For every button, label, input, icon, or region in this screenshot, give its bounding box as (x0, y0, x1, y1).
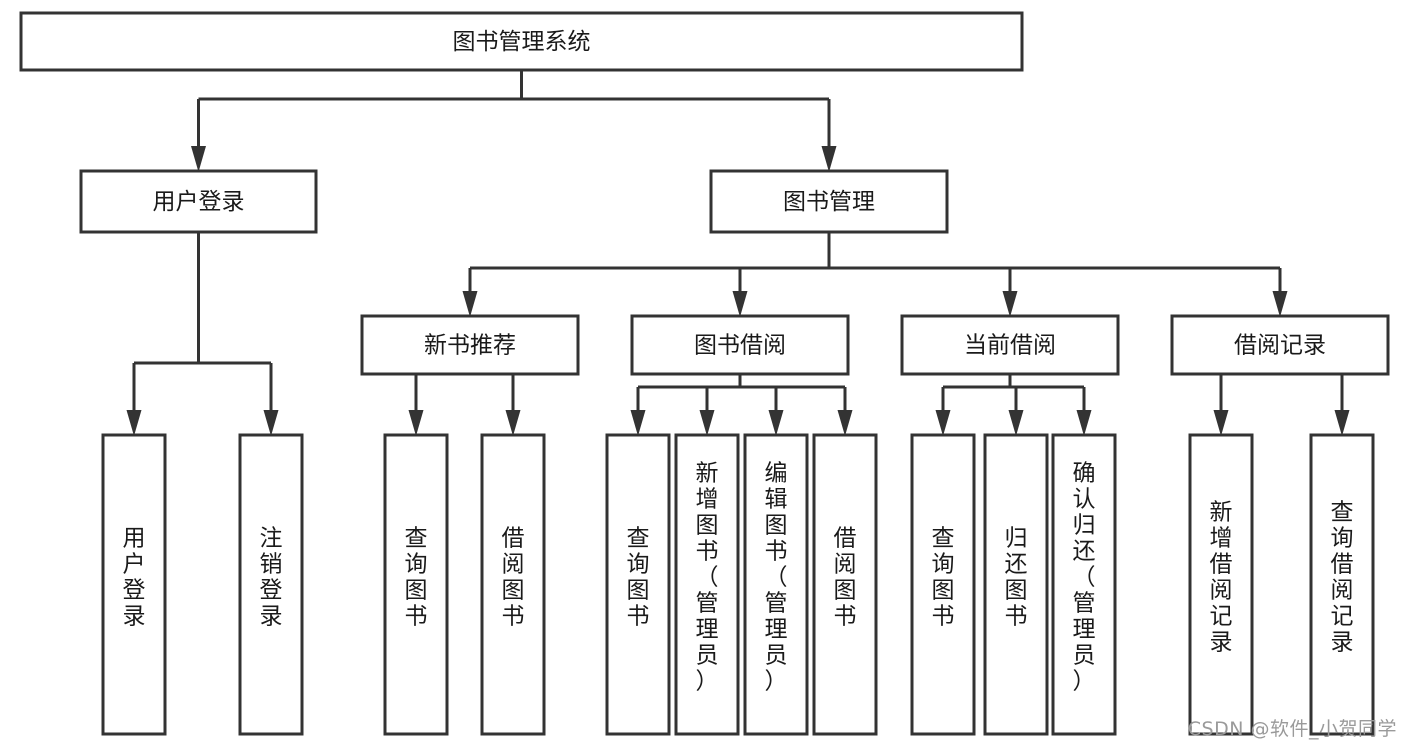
node-label: 编辑图书（管理员） (765, 461, 788, 695)
node-box[interactable] (605, 433, 671, 736)
node-label: 图书管理 (783, 189, 875, 215)
node-l3-current-borrow[interactable]: 当前借阅 (900, 314, 1120, 376)
node-l3-borrow-record[interactable]: 借阅记录 (1170, 314, 1390, 376)
arrow-head-icon (263, 410, 279, 436)
node-leaf-bb-borrow[interactable]: 借阅图书 (812, 433, 878, 736)
node-label: 借阅记录 (1234, 333, 1326, 359)
node-label: 查询图书 (405, 526, 428, 630)
arrow-head-icon (462, 291, 478, 317)
node-box[interactable] (674, 433, 740, 736)
node-label: 图书管理系统 (453, 29, 591, 55)
node-leaf-rec-query[interactable]: 查询图书 (383, 433, 449, 736)
arrow-head-icon (191, 146, 206, 172)
node-box[interactable] (101, 433, 167, 736)
node-label: 注销登录 (260, 526, 283, 630)
arrow-head-icon (408, 410, 424, 436)
node-l2-book-mgmt[interactable]: 图书管理 (709, 169, 949, 234)
node-box[interactable] (900, 314, 1120, 376)
arrow-head-icon (837, 410, 853, 436)
arrow-head-icon (699, 410, 715, 436)
node-leaf-br-query[interactable]: 查询借阅记录 (1309, 433, 1375, 736)
node-root[interactable]: 图书管理系统 (19, 11, 1024, 72)
node-box[interactable] (1170, 314, 1390, 376)
arrow-head-icon (821, 146, 837, 172)
node-box[interactable] (630, 314, 850, 376)
node-label: 新增图书（管理员） (696, 461, 719, 695)
node-box[interactable] (812, 433, 878, 736)
node-box[interactable] (1309, 433, 1375, 736)
node-label: 借阅图书 (502, 526, 525, 630)
node-label: 新增借阅记录 (1210, 500, 1233, 656)
node-box[interactable] (743, 433, 809, 736)
node-box[interactable] (1188, 433, 1254, 736)
node-label: 查询图书 (932, 526, 955, 630)
node-leaf-cb-confirm[interactable]: 确认归还（管理员） (1051, 433, 1117, 736)
node-label: 归还图书 (1005, 526, 1028, 630)
node-box[interactable] (983, 433, 1049, 736)
node-box[interactable] (383, 433, 449, 736)
node-box[interactable] (910, 433, 976, 736)
node-l3-book-borrow[interactable]: 图书借阅 (630, 314, 850, 376)
node-box[interactable] (360, 314, 580, 376)
node-box[interactable] (480, 433, 546, 736)
node-label: 用户登录 (153, 189, 245, 215)
node-label: 用户登录 (123, 526, 146, 630)
node-label: 当前借阅 (964, 333, 1056, 359)
node-label: 新书推荐 (424, 333, 516, 359)
node-leaf-bb-add[interactable]: 新增图书（管理员） (674, 433, 740, 736)
node-leaf-cb-return[interactable]: 归还图书 (983, 433, 1049, 736)
arrow-head-icon (768, 410, 784, 436)
node-leaf-br-add[interactable]: 新增借阅记录 (1188, 433, 1254, 736)
node-label: 查询图书 (627, 526, 650, 630)
node-leaf-logout[interactable]: 注销登录 (238, 433, 304, 736)
node-label: 借阅图书 (834, 526, 857, 630)
node-leaf-cb-query[interactable]: 查询图书 (910, 433, 976, 736)
node-label: 图书借阅 (694, 333, 786, 359)
connector-layer (126, 70, 1350, 436)
node-layer: 图书管理系统用户登录图书管理新书推荐图书借阅当前借阅借阅记录用户登录注销登录查询… (19, 11, 1390, 736)
node-box[interactable] (238, 433, 304, 736)
node-label: 查询借阅记录 (1331, 500, 1354, 656)
arrow-head-icon (1272, 291, 1288, 317)
node-leaf-bb-edit[interactable]: 编辑图书（管理员） (743, 433, 809, 736)
arrow-head-icon (1076, 410, 1092, 436)
node-leaf-user-login[interactable]: 用户登录 (101, 433, 167, 736)
node-box[interactable] (19, 11, 1024, 72)
node-l3-new-book-rec[interactable]: 新书推荐 (360, 314, 580, 376)
arrow-head-icon (935, 410, 951, 436)
node-label: 确认归还（管理员） (1073, 461, 1096, 695)
node-l2-user-login[interactable]: 用户登录 (79, 169, 318, 234)
arrow-head-icon (1008, 410, 1024, 436)
arrow-head-icon (1334, 410, 1350, 436)
node-leaf-rec-borrow[interactable]: 借阅图书 (480, 433, 546, 736)
arrow-head-icon (505, 410, 521, 436)
node-leaf-bb-query[interactable]: 查询图书 (605, 433, 671, 736)
node-box[interactable] (1051, 433, 1117, 736)
arrow-head-icon (1213, 410, 1229, 436)
node-box[interactable] (709, 169, 949, 234)
arrow-head-icon (630, 410, 646, 436)
arrow-head-icon (732, 291, 748, 317)
arrow-head-icon (1002, 291, 1018, 317)
node-box[interactable] (79, 169, 318, 234)
arrow-head-icon (126, 410, 142, 436)
